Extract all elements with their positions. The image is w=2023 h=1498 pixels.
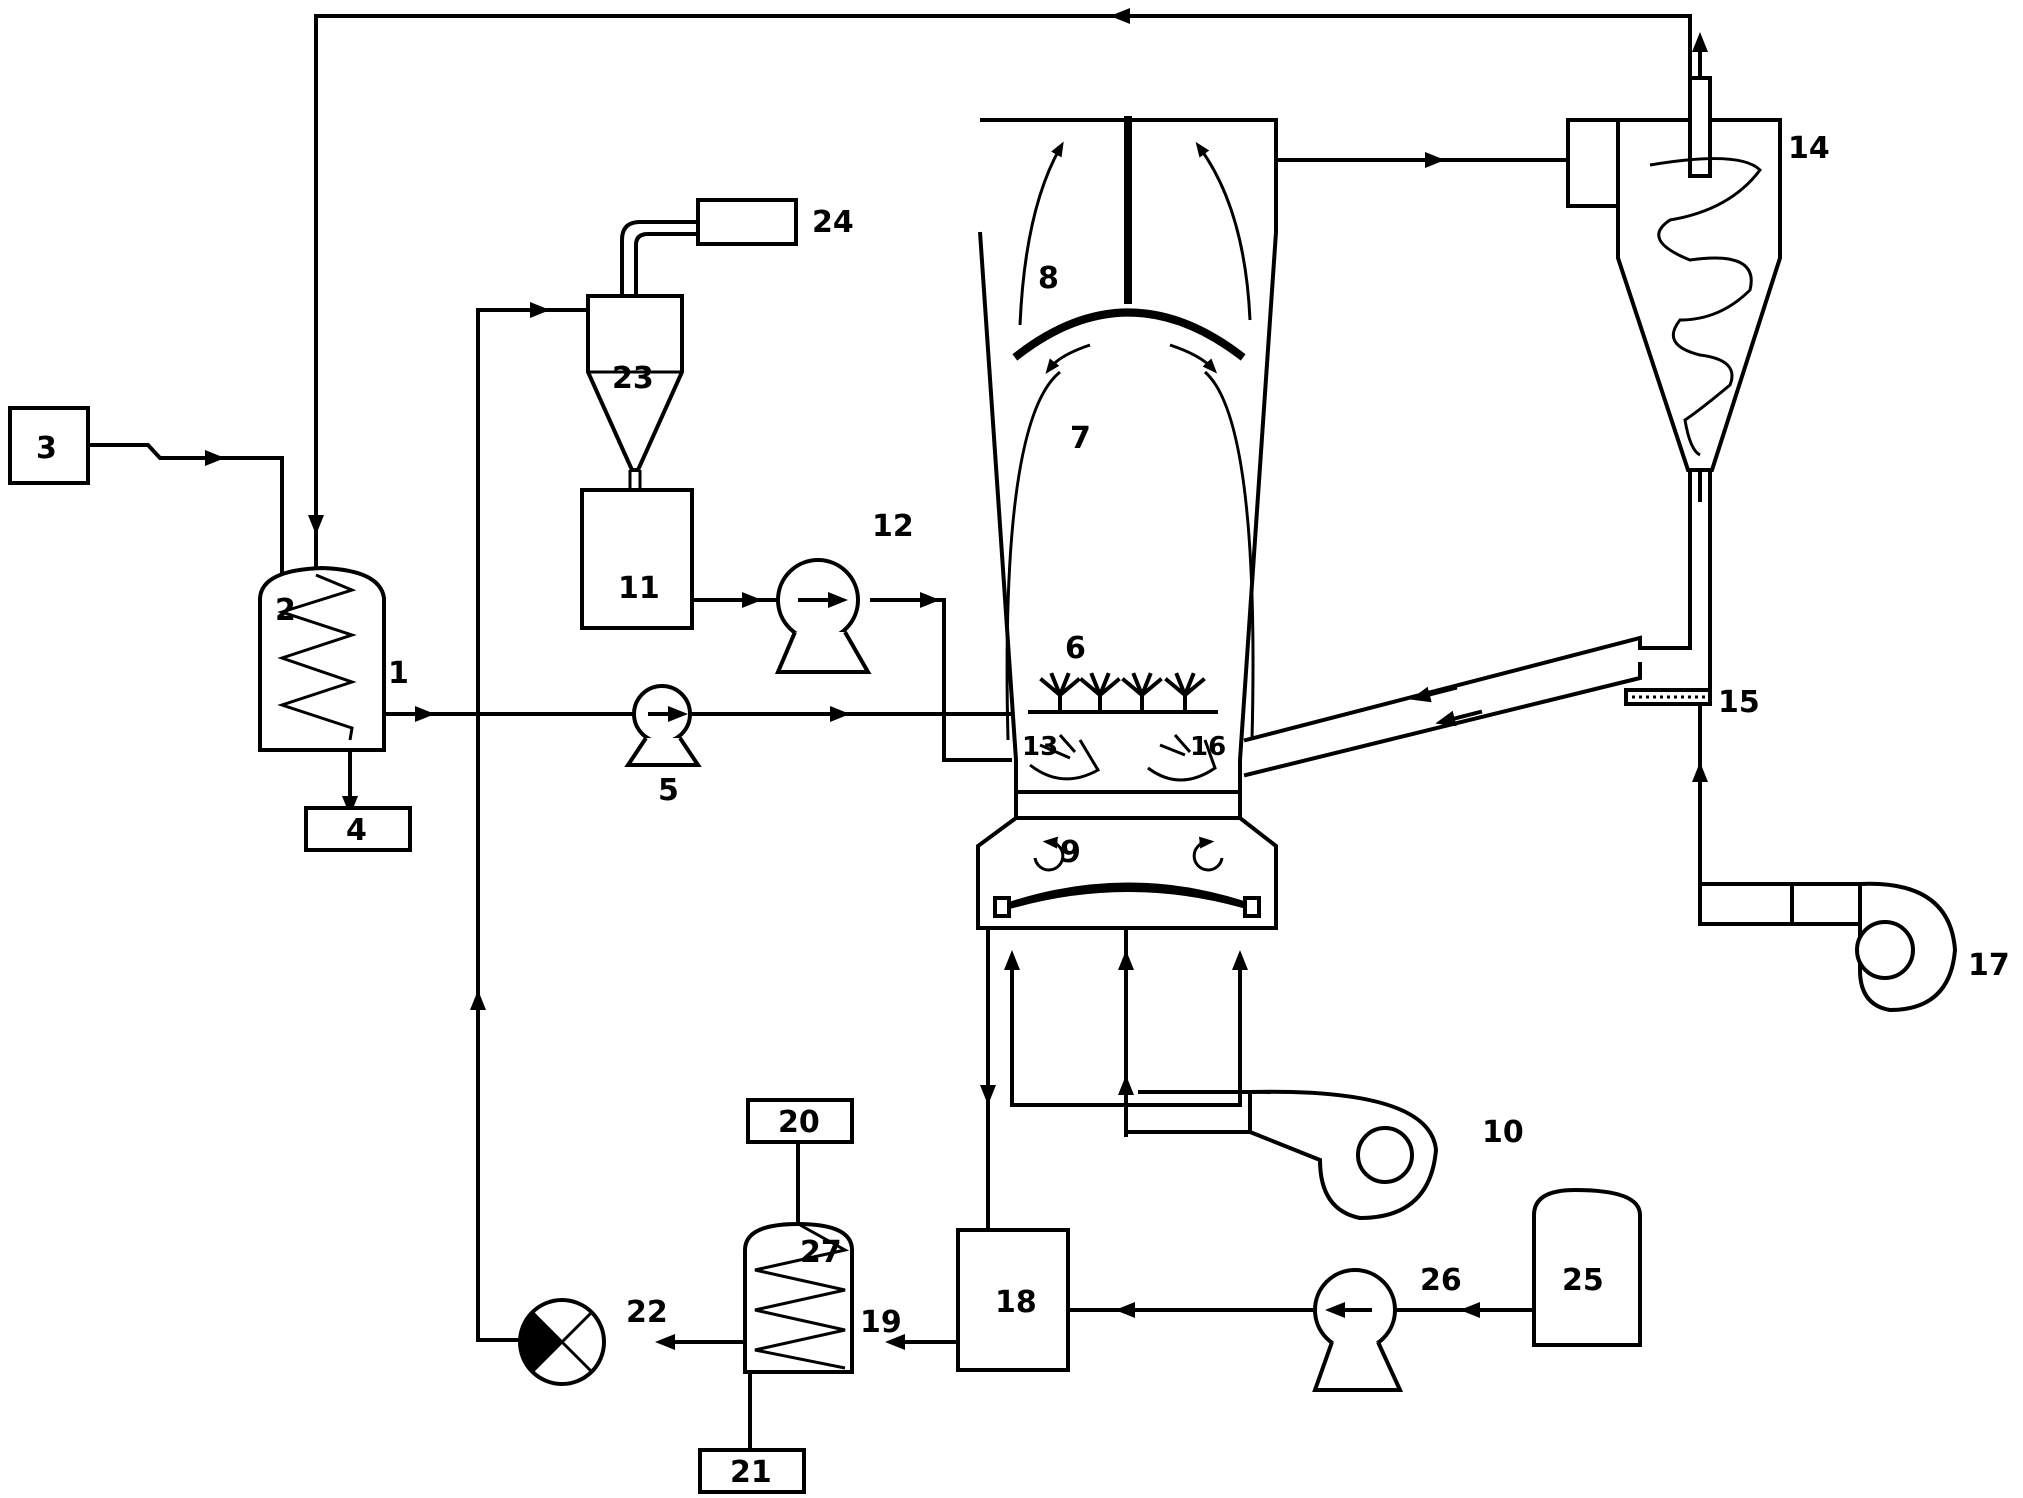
label-27: 27 (800, 1235, 842, 1270)
box-20 (746, 1098, 854, 1144)
top-return-pipe (314, 14, 1692, 577)
label-22: 22 (626, 1295, 668, 1330)
cyclone-14 (1566, 76, 1782, 472)
feed-pipe-12 (870, 598, 1012, 762)
box-4 (304, 806, 412, 852)
label-25: 25 (1562, 1263, 1604, 1298)
label-5: 5 (658, 773, 679, 808)
vent-pipe-24 (620, 220, 700, 302)
label-4: 4 (346, 813, 367, 848)
label-1: 1 (388, 656, 409, 691)
label-20: 20 (778, 1105, 820, 1140)
fan-10 (1124, 1089, 1439, 1221)
feed-pipe-3 (86, 443, 284, 587)
recycle-pipe-22 (476, 308, 590, 1342)
pump-26 (1312, 1268, 1404, 1392)
tank-25 (1532, 1187, 1642, 1347)
inlet-13 (1029, 739, 1101, 781)
nozzles-6 (1039, 672, 1206, 714)
label-15: 15 (1718, 685, 1760, 720)
label-3: 3 (36, 431, 57, 466)
coil-27 (754, 1223, 850, 1370)
chamber-9 (976, 816, 1278, 930)
label-12: 12 (872, 509, 914, 544)
label-7: 7 (1070, 421, 1091, 456)
box-21 (698, 1448, 806, 1494)
label-17: 17 (1968, 948, 2010, 983)
vessel-11 (580, 488, 694, 630)
coil-2 (277, 573, 357, 741)
label-24: 24 (812, 205, 854, 240)
label-8: 8 (1038, 261, 1059, 296)
pump-5 (624, 684, 702, 767)
label-2: 2 (275, 593, 296, 628)
label-13: 13 (1022, 732, 1058, 762)
label-9: 9 (1060, 835, 1081, 870)
fan-17 (1698, 881, 1958, 1013)
valve-22 (518, 1298, 606, 1386)
label-19: 19 (860, 1305, 902, 1340)
label-23: 23 (612, 361, 654, 396)
label-21: 21 (730, 1455, 772, 1490)
pump-12 (774, 558, 872, 674)
number-labels: 1 2 3 4 5 6 7 8 9 10 11 12 13 14 15 16 1… (36, 131, 2010, 1490)
dryer-tower (976, 116, 1278, 930)
box-24 (696, 198, 798, 246)
label-14: 14 (1788, 131, 1830, 166)
label-18: 18 (995, 1285, 1037, 1320)
box-3 (8, 406, 90, 485)
label-26: 26 (1420, 1263, 1462, 1298)
vessel-18 (956, 1228, 1070, 1372)
inlet-16 (1147, 739, 1217, 782)
label-11: 11 (618, 571, 660, 606)
label-10: 10 (1482, 1115, 1524, 1150)
return-duct-15 (1243, 635, 1692, 743)
label-6: 6 (1065, 631, 1086, 666)
label-16: 16 (1190, 732, 1226, 762)
